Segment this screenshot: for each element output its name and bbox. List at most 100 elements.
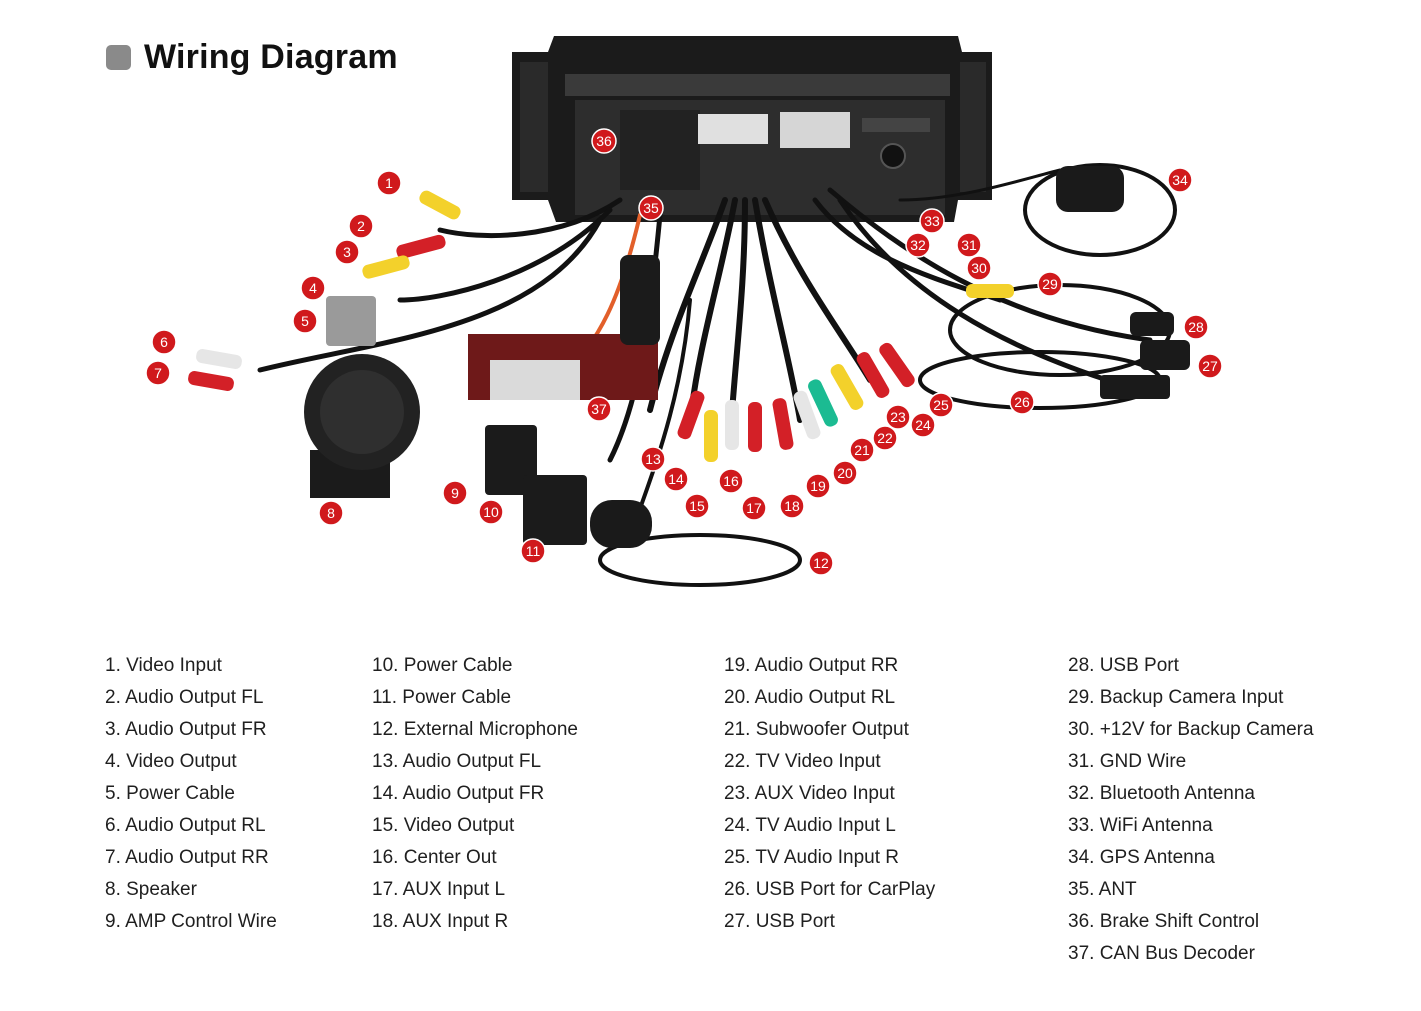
callout-badge: 9 <box>442 480 468 506</box>
legend-item: 9. AMP Control Wire <box>105 911 277 932</box>
callout-badge: 33 <box>919 208 945 234</box>
usb-plug-icon <box>1100 375 1170 399</box>
callout-number: 3 <box>343 244 351 260</box>
usb-plug-icon <box>1140 340 1190 370</box>
callout-number: 5 <box>301 313 309 329</box>
legend-item: 23. AUX Video Input <box>724 783 895 804</box>
legend-item: 31. GND Wire <box>1068 751 1187 772</box>
callout-badge: 12 <box>808 550 834 576</box>
callout-badge: 32 <box>905 232 931 258</box>
legend-column-2: 10. Power Cable 11. Power Cable 12. Extern… <box>372 650 578 938</box>
legend-item: 7. Audio Output RR <box>105 847 269 868</box>
can-bus-decoder-icon <box>468 255 660 400</box>
callout-badge: 37 <box>586 396 612 422</box>
callout-badge: 15 <box>684 493 710 519</box>
callout-badge: 34 <box>1167 167 1193 193</box>
legend-item: 14. Audio Output FR <box>372 783 545 804</box>
callout-number: 17 <box>746 500 762 516</box>
callout-number: 37 <box>591 401 607 417</box>
legend-item: 21. Subwoofer Output <box>724 719 909 740</box>
callout-badge: 18 <box>779 493 805 519</box>
legend-item: 8. Speaker <box>105 879 197 900</box>
callout-number: 12 <box>813 555 829 571</box>
callout-number: 8 <box>327 505 335 521</box>
callout-badge: 35 <box>638 195 664 221</box>
callout-number: 9 <box>451 485 459 501</box>
callout-number: 10 <box>483 504 499 520</box>
speaker-icon <box>304 354 420 498</box>
legend-item: 32. Bluetooth Antenna <box>1068 783 1255 804</box>
legend-item: 36. Brake Shift Control <box>1068 911 1260 932</box>
page-title: Wiring Diagram <box>144 38 398 76</box>
legend-item: 26. USB Port for CarPlay <box>724 879 936 900</box>
page-header: Wiring Diagram <box>106 38 398 77</box>
callout-badge: 36 <box>591 128 617 154</box>
legend-item: 34. GPS Antenna <box>1068 847 1215 868</box>
head-unit <box>512 36 992 222</box>
usb-plug-icon <box>1130 312 1174 336</box>
legend-item: 18. AUX Input R <box>372 911 509 932</box>
callout-number: 1 <box>385 175 393 191</box>
callout-number: 13 <box>645 451 661 467</box>
callout-badge: 4 <box>300 275 326 301</box>
legend-item: 13. Audio Output FL <box>372 751 542 772</box>
legend-item: 30. +12V for Backup Camera <box>1068 719 1314 740</box>
callout-badge: 22 <box>872 425 898 451</box>
callout-number: 24 <box>915 417 931 433</box>
callout-badge: 11 <box>520 538 546 564</box>
callout-badge: 30 <box>966 255 992 281</box>
legend-item: 17. AUX Input L <box>372 879 506 900</box>
callout-badge: 21 <box>849 437 875 463</box>
harness-connector-icon <box>326 296 376 346</box>
callout-badge: 14 <box>663 466 689 492</box>
callout-badge: 27 <box>1197 353 1223 379</box>
callout-number: 6 <box>160 334 168 350</box>
callout-badge: 6 <box>151 329 177 355</box>
callout-badge: 19 <box>805 473 831 499</box>
legend-item: 25. TV Audio Input R <box>724 847 899 868</box>
callout-number: 36 <box>596 133 612 149</box>
callout-badge: 20 <box>832 460 858 486</box>
legend-item: 16. Center Out <box>372 847 497 868</box>
callout-number: 20 <box>837 465 853 481</box>
callout-badge: 25 <box>928 392 954 418</box>
callout-number: 4 <box>309 280 317 296</box>
power-connector-icon <box>523 475 587 545</box>
legend-item: 37. CAN Bus Decoder <box>1068 943 1255 964</box>
callout-number: 18 <box>784 498 800 514</box>
callout-number: 30 <box>971 260 987 276</box>
callout-badge: 26 <box>1009 389 1035 415</box>
callout-number: 11 <box>526 543 541 559</box>
callout-number: 33 <box>924 213 940 229</box>
legend-item: 28. USB Port <box>1068 655 1179 676</box>
callout-number: 31 <box>961 237 977 253</box>
legend-item: 29. Backup Camera Input <box>1068 687 1284 708</box>
legend-item: 4. Video Output <box>105 751 237 772</box>
callout-number: 22 <box>877 430 893 446</box>
legend-item: 33. WiFi Antenna <box>1068 815 1213 836</box>
legend-item: 11. Power Cable <box>372 687 512 708</box>
callout-number: 25 <box>933 397 949 413</box>
callout-badge: 8 <box>318 500 344 526</box>
callout-number: 16 <box>723 473 739 489</box>
header-square-icon <box>106 45 131 70</box>
callout-number: 23 <box>890 409 906 425</box>
legend-item: 12. External Microphone <box>372 719 578 740</box>
legend-item: 6. Audio Output RL <box>105 815 266 836</box>
legend-item: 24. TV Audio Input L <box>724 815 896 836</box>
legend-item: 10. Power Cable <box>372 655 513 676</box>
legend-item: 3. Audio Output FR <box>105 719 267 740</box>
callout-badge: 28 <box>1183 314 1209 340</box>
microphone-icon <box>590 500 652 548</box>
callout-number: 7 <box>154 365 162 381</box>
callout-number: 32 <box>910 237 926 253</box>
callout-badge: 1 <box>376 170 402 196</box>
legend-item: 20. Audio Output RL <box>724 687 896 708</box>
callout-badge: 23 <box>885 404 911 430</box>
callout-number: 29 <box>1042 276 1058 292</box>
callout-number: 34 <box>1172 172 1188 188</box>
